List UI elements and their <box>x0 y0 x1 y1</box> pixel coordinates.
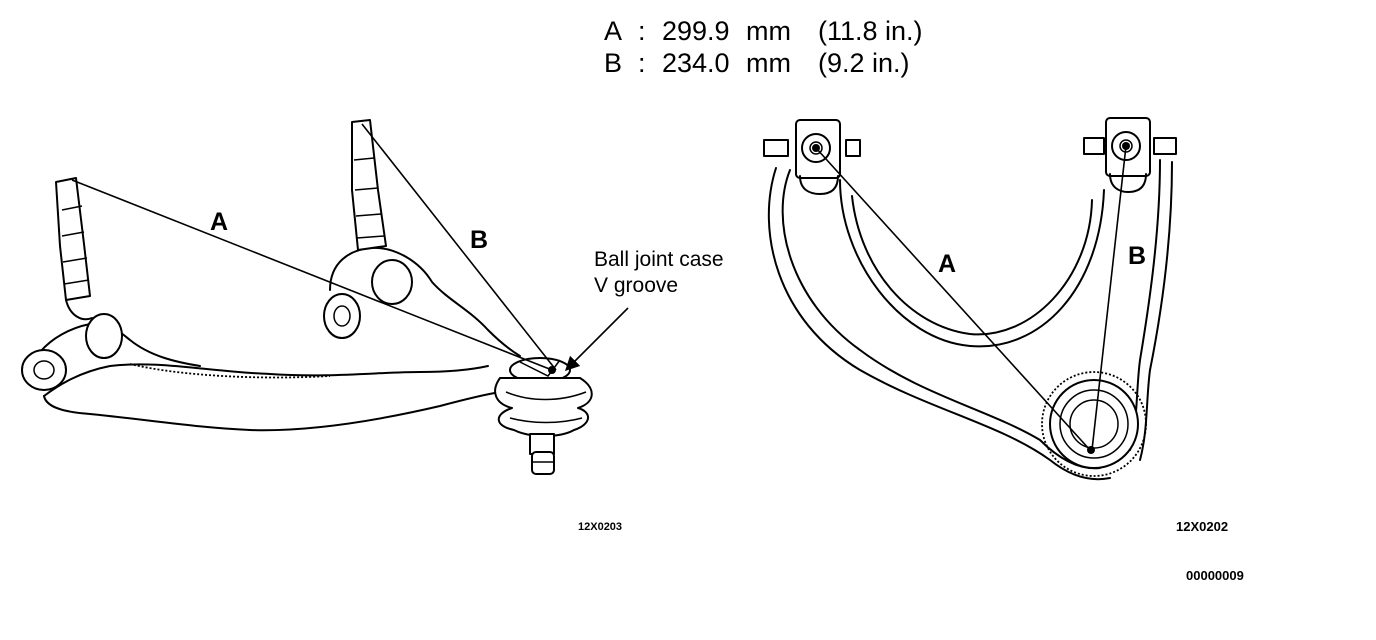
left-arm-body <box>43 363 489 397</box>
right-measure-line-b <box>1091 145 1127 451</box>
callout-line2: V groove <box>594 274 678 297</box>
left-arm-inner-edge <box>129 363 331 379</box>
spec-b-colon: : <box>638 48 646 78</box>
right-arm-outer-edge <box>781 169 1101 470</box>
right-rear-mount <box>1083 117 1177 193</box>
right-arm-inner-curve-2 <box>851 195 1093 336</box>
document-id: 00000009 <box>1186 568 1244 583</box>
right-view-labels: A B 12X0202 <box>938 242 1228 534</box>
left-label-a: A <box>210 208 228 236</box>
right-measure-point-a <box>812 144 820 152</box>
spec-b-imperial: (9.2 in.) <box>818 48 910 78</box>
spec-a-unit: mm <box>746 16 791 46</box>
left-view-labels: A B Ball joint case V groove 12X0203 <box>210 208 724 533</box>
spec-a-value: 299.9 <box>662 16 730 46</box>
spec-b-value: 234.0 <box>662 48 730 78</box>
left-label-b: B <box>470 226 488 254</box>
right-front-mount <box>763 119 861 195</box>
spec-a-letter: A <box>604 16 622 46</box>
spec-row-a: A : 299.9 mm (11.8 in.) <box>604 16 923 46</box>
left-measure-line-b <box>361 123 557 371</box>
left-arm-rear-bracket <box>329 246 521 357</box>
callout-arrow <box>564 307 629 372</box>
left-rear-bushing <box>323 119 413 339</box>
spec-a-colon: : <box>638 16 646 46</box>
spec-a-imperial: (11.8 in.) <box>818 16 923 46</box>
left-front-bushing <box>21 177 123 391</box>
right-ball-joint-socket <box>1041 371 1147 477</box>
right-measure-point-joint <box>1087 446 1095 454</box>
callout-line1: Ball joint case <box>594 248 724 271</box>
right-arm-outer-edge-2 <box>767 167 1111 481</box>
right-arm-inner-curve <box>839 179 1105 348</box>
right-figure-code: 12X0202 <box>1176 519 1228 534</box>
right-label-a: A <box>938 250 956 278</box>
spec-block: A : 299.9 mm (11.8 in.) B : 234.0 mm (9.… <box>604 16 923 78</box>
spec-row-b: B : 234.0 mm (9.2 in.) <box>604 48 910 78</box>
right-measure-line-a <box>815 147 1091 451</box>
right-view-drawing <box>763 117 1177 481</box>
left-measure-point <box>548 366 556 374</box>
spec-b-unit: mm <box>746 48 791 78</box>
spec-b-letter: B <box>604 48 622 78</box>
left-measure-line-a <box>71 179 553 371</box>
left-ball-joint <box>494 357 593 475</box>
right-measure-point-b <box>1122 142 1130 150</box>
right-label-b: B <box>1128 242 1146 270</box>
left-view-drawing <box>21 119 629 475</box>
left-arm-lower-edge <box>43 391 501 432</box>
left-figure-code: 12X0203 <box>578 521 622 533</box>
